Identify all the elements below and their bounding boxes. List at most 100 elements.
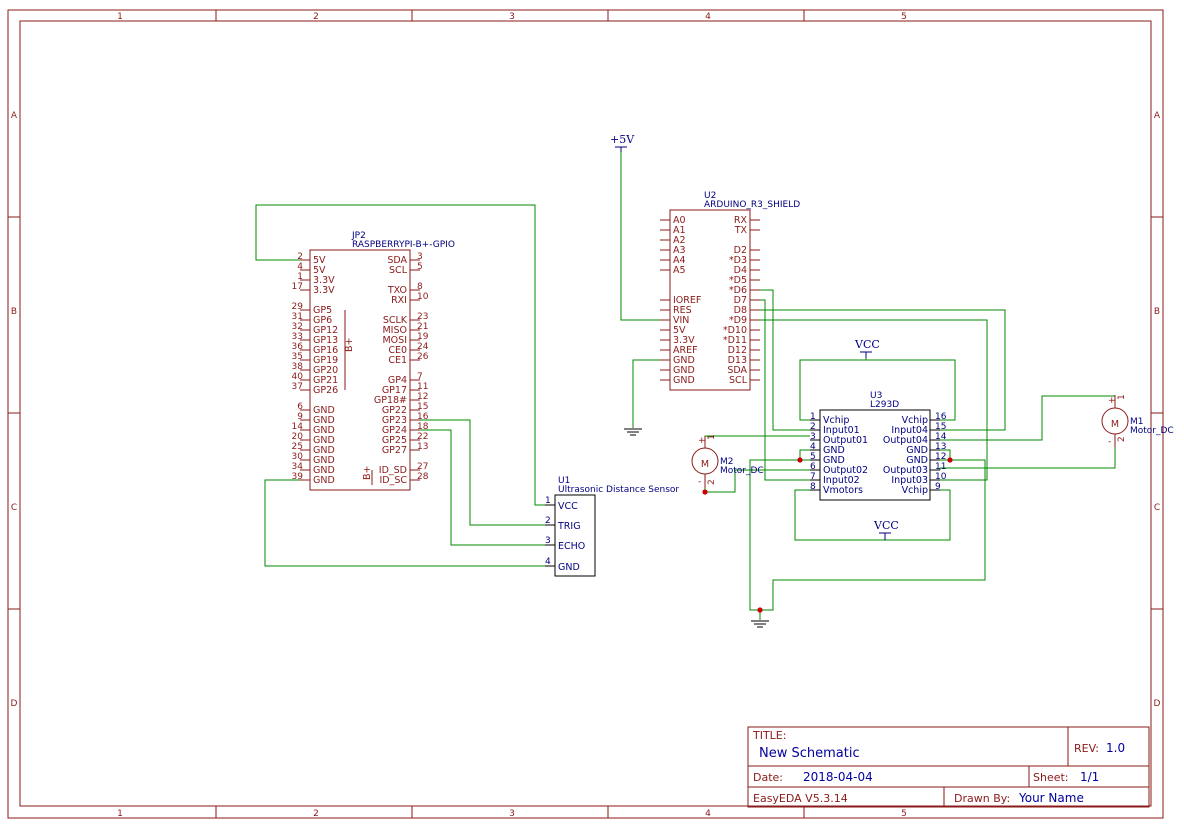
title-label: TITLE: [752,729,786,742]
frame-row-B-right: B [1154,307,1160,317]
u1-pin-num-3: 3 [545,536,551,546]
jp2-pin-num-16: 16 [417,412,429,422]
u2-pin-aref-11: AREF [673,345,698,356]
u2-pin-d7-7: D7 [734,295,747,306]
u3-pin-gnd-12: GND [906,455,928,466]
frame-column-5-bottom: 5 [901,809,907,819]
u3-pin-num-15: 15 [935,422,946,432]
m2-motor[interactable]: M + - 1 2 M2 Motor_DC [691,434,764,488]
wire-arduino-gnd [632,359,660,428]
frame-column-3-bottom: 3 [509,809,515,819]
jp2-pin-id-sc-28: ID_SC [379,475,407,486]
u3-pin-num-3: 3 [810,432,816,442]
power-vcc-top: VCC [854,338,880,358]
jp2-pin-num-33: 33 [292,332,303,342]
u2-pin-gnd-14: GND [673,375,695,386]
wire-m1-minus [939,438,1116,470]
wire-m2-plus [704,435,810,448]
wire-right-gnd-to-ground [760,459,986,611]
frame-column-2-bottom: 2 [313,809,319,819]
wire-d7-to-input02 [760,299,810,481]
u2-pin-a4-4: A4 [673,255,686,266]
u2-pin-d3-3: *D3 [729,255,747,266]
frame-column-4-top: 4 [705,12,711,22]
jp2-pin-gp25-22: GP25 [382,435,407,446]
u2-arduino-shield[interactable]: U2 ARDUINO_R3_SHIELD A0A1A2A3A4A5IOREFRE… [660,191,800,391]
u2-pin-vin-8: VIN [673,315,689,326]
u3-pin-vchip-1: Vchip [823,415,849,426]
frame-row-A-left: A [11,111,18,121]
jp2-pin-num-1: 1 [297,272,303,282]
wire-5v-to-sensor-vcc [255,204,545,506]
u3-pin-gnd-4: GND [823,445,845,456]
jp2-pin-gp27-13: GP27 [382,445,407,456]
jp2-pin-num-20: 20 [292,432,304,442]
u1-part-name: Ultrasonic Distance Sensor [558,485,679,495]
u2-pin-3-3v-10: 3.3V [673,335,695,346]
u2-left-pins: A0A1A2A3A4A5IOREFRESVIN5V3.3VAREFGNDGNDG… [660,215,701,386]
u1-pin-vcc: VCC [558,501,578,512]
m1-motor[interactable]: M + - 1 2 M1 Motor_DC [1101,394,1174,447]
u3-pin-num-8: 8 [810,482,816,492]
frame-row-C-right: C [1154,503,1160,513]
jp2-pin-num-32: 32 [292,322,303,332]
jp2-pin-gnd-34: GND [313,465,335,476]
jp2-right-pins: 3SDA5SCL8TXO10RXI23SCLK21MISO19MOSI24CE0… [374,252,429,486]
wire-d8-to-input04 [760,309,1006,431]
u3-pin-num-10: 10 [935,472,947,482]
u2-pin-tx-1: TX [734,225,748,236]
jp2-pin-num-24: 24 [417,342,429,352]
wire-m1-plus [940,395,1116,441]
jp2-pin-gp26-37: GP26 [313,385,338,396]
u2-designator: U2 [704,191,716,201]
wire-d9-to-input03 [760,319,988,481]
u2-pin-scl-15: SCL [729,375,748,386]
u2-pin-a2-2: A2 [673,235,686,246]
u1-pin-num-1: 1 [545,496,551,506]
frame-column-4-bottom: 4 [705,809,711,819]
jp2-part-name: RASPBERRYPI-B+-GPIO [352,240,455,250]
jp2-pin-gp18-12: GP18# [374,395,407,406]
u3-pin-num-14: 14 [935,432,947,442]
junction [797,457,803,463]
jp2-pin-gnd-30: GND [313,455,335,466]
jp2-pin-gp19-35: GP19 [313,355,338,366]
jp2-pin-num-4: 4 [297,262,303,272]
jp2-pin-sclk-23: SCLK [383,315,408,326]
jp2-pin-num-23: 23 [417,312,428,322]
u3-pin-input02-7: Input02 [823,475,860,486]
u1-designator: U1 [558,476,570,486]
jp2-pin-gp23-16: GP23 [382,415,407,426]
date-value: 2018-04-04 [803,770,873,784]
u1-pin-gnd: GND [558,562,580,573]
m2-symbol: M [701,459,709,470]
frame-column-2-top: 2 [313,12,319,22]
u3-pin-vmotors-8: Vmotors [823,485,863,496]
m2-pin-2: 2 [707,479,717,485]
u3-pin-num-12: 12 [935,452,946,462]
jp2-pin-txo-8: TXO [387,285,407,296]
jp2-designator: JP2 [351,231,366,241]
u3-pin-input03-10: Input03 [891,475,928,486]
u3-pin-num-2: 2 [810,422,816,432]
u3-pin-output02-6: Output02 [823,465,868,476]
jp2-pin-mosi-19: MOSI [382,335,407,346]
jp2-pin-gp13-33: GP13 [313,335,338,346]
u2-pin-sda-14: SDA [727,365,747,376]
drawn-by-label: Drawn By: [954,792,1010,805]
u2-pin-d5-5: *D5 [729,275,747,286]
power-vcc-bottom: VCC [873,519,899,540]
m1-plus-mark: + [1108,396,1116,406]
jp2-pin-num-5: 5 [417,262,423,272]
jp2-pin-gp20-38: GP20 [313,365,338,376]
jp2-pin-gnd-39: GND [313,475,335,486]
u2-right-pins: RXTXD2*D3D4*D5*D6D7D8*D9*D10*D11D12D13SD… [723,215,760,386]
jp2-pin-num-9: 9 [297,412,303,422]
jp2-pin-ce0-24: CE0 [388,345,407,356]
